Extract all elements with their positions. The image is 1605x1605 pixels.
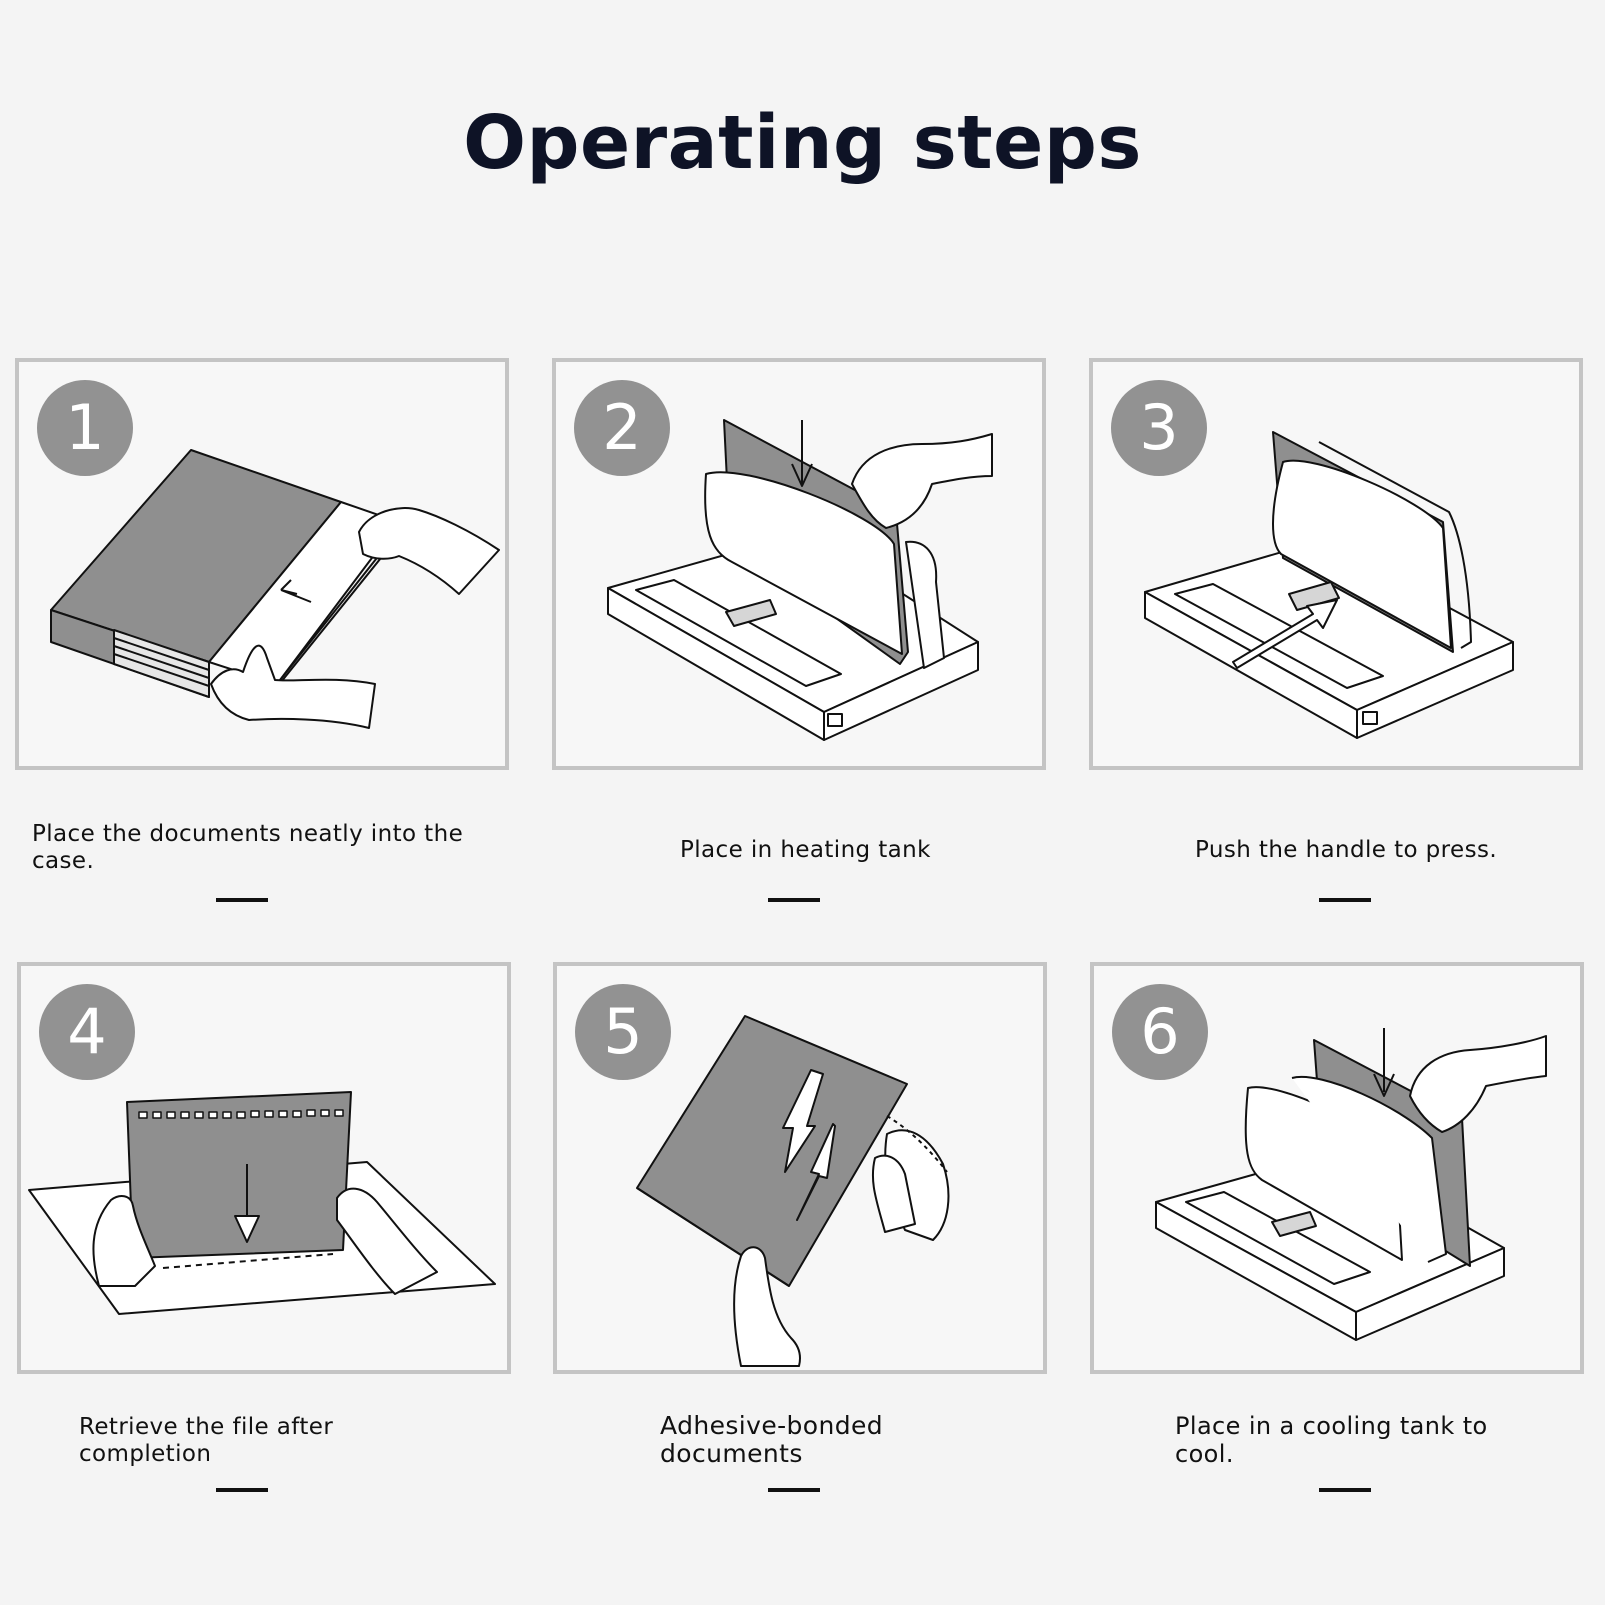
step-3-dash: [1319, 898, 1371, 902]
step-5-caption: Adhesive-bonded documents: [660, 1411, 884, 1468]
step-4-illustration: [28, 1091, 496, 1315]
step-3-caption: Push the handle to press.: [1195, 837, 1498, 863]
step-2-dash: [768, 898, 820, 902]
step-2-badge: 2: [574, 380, 670, 476]
step-4-caption: Retrieve the file after completion: [79, 1414, 334, 1467]
step-6-illustration: [1155, 1028, 1547, 1341]
step-1-dash: [216, 898, 268, 902]
step-4-panel: 4: [17, 962, 511, 1374]
step-3-illustration: [1144, 431, 1514, 739]
step-4-badge: 4: [39, 984, 135, 1080]
step-3-panel: 3: [1089, 358, 1583, 770]
step-6-badge: 6: [1112, 984, 1208, 1080]
spine-holes: [138, 1109, 344, 1119]
step-6-dash: [1319, 1488, 1371, 1492]
step-6-panel: 6: [1090, 962, 1584, 1374]
step-2-illustration: [607, 419, 993, 741]
step-2-panel: 2: [552, 358, 1046, 770]
step-6-caption: Place in a cooling tank to cool.: [1175, 1412, 1488, 1468]
step-1-caption: Place the documents neatly into the case…: [32, 821, 464, 874]
step-2-caption: Place in heating tank: [680, 837, 931, 863]
step-5-badge: 5: [575, 984, 671, 1080]
step-5-panel: 5: [553, 962, 1047, 1374]
step-1-panel: 1: [15, 358, 509, 770]
step-3-badge: 3: [1111, 380, 1207, 476]
step-1-badge: 1: [37, 380, 133, 476]
step-5-illustration: [636, 1015, 950, 1367]
page-title: Operating steps: [463, 100, 1142, 186]
step-1-illustration: [50, 449, 500, 729]
step-5-dash: [768, 1488, 820, 1492]
step-4-dash: [216, 1488, 268, 1492]
